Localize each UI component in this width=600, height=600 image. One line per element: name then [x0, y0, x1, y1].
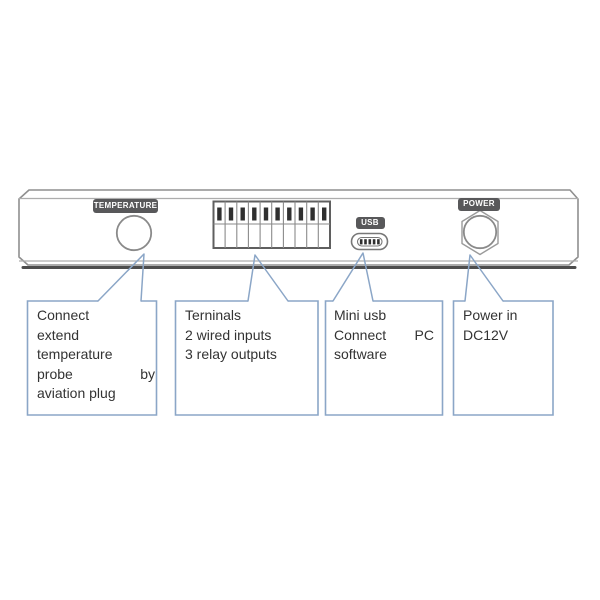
temperature-label: TEMPERATURE [93, 199, 158, 213]
callout-line: temperature [37, 346, 113, 362]
callout-text-terminals: Terninals 2 wired inputs 3 relay outputs [185, 306, 310, 365]
callout-line: extend [37, 326, 80, 343]
callout-line: software [334, 346, 387, 362]
callout-line: Connect PC [334, 326, 434, 343]
power-connector [461, 209, 499, 256]
callout-text-temperature: Connect extend temperature probe by avia… [37, 306, 155, 404]
callout-line: Power in [463, 307, 518, 323]
terminal-screw-slots [217, 207, 327, 221]
callout-line: Mini usb [334, 307, 387, 323]
callout-box-power [452, 300, 554, 416]
mini-usb-port [350, 232, 389, 251]
callout-text-power: Power in DC12V [463, 306, 545, 345]
callout-line: aviation plug [37, 385, 116, 401]
power-label: POWER [458, 197, 500, 211]
usb-pins [359, 239, 380, 245]
terminal-block [212, 200, 331, 249]
callout-line: probe by [37, 365, 155, 382]
callout-line: 3 relay outputs [185, 346, 277, 362]
callout-line: Connect [37, 307, 90, 323]
callout-text-usb: Mini usb Connect PC software [334, 306, 434, 365]
power-jack [462, 214, 498, 250]
callout-line: DC12V [463, 326, 509, 343]
temperature-jack [115, 214, 153, 252]
callout-tail-temperature [97, 253, 145, 302]
callout-line: Terninals [185, 307, 242, 323]
callout-box-usb [324, 300, 444, 416]
callout-tail-usb [332, 252, 374, 302]
callout-box-temperature [26, 300, 158, 416]
callout-box-terminals [174, 300, 319, 416]
callout-tail-terminals [247, 254, 289, 302]
callout-line: 2 wired inputs [185, 326, 272, 343]
callout-tail-power [464, 254, 504, 302]
usb-label: USB [355, 217, 385, 229]
